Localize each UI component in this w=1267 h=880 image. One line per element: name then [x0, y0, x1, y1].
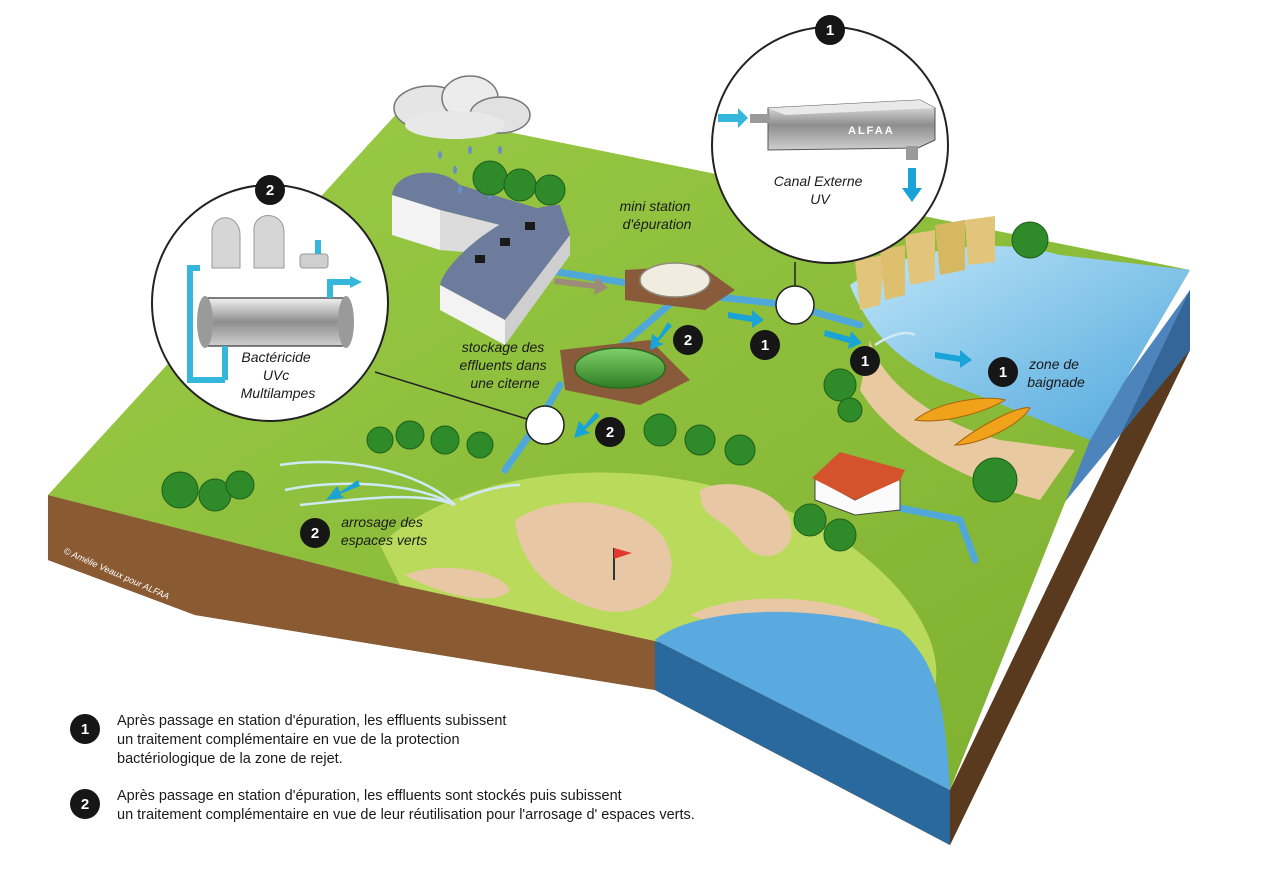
legend-text: Après passage en station d'épuration, le…: [117, 713, 507, 767]
farm-buildings: [392, 172, 570, 345]
house: [812, 452, 905, 516]
legend-text: Après passage en station d'épuration, le…: [117, 788, 695, 823]
mini-station-label: mini station d'épuration: [620, 198, 695, 232]
svg-text:1: 1: [861, 353, 869, 370]
svg-text:1: 1: [999, 364, 1007, 381]
zone-baignade-label: zone de baignade: [1027, 356, 1085, 390]
legend-item-1: 1 Après passage en station d'épuration, …: [70, 712, 777, 769]
marker-1: 1: [815, 15, 845, 45]
junction-circle: [775, 285, 815, 325]
marker-2: 2: [673, 325, 703, 355]
storage-tank: [560, 340, 690, 405]
marker-1: 1: [850, 346, 880, 376]
marker-2: 2: [255, 175, 285, 205]
legend-number: 2: [70, 789, 100, 819]
reeds: [855, 216, 995, 310]
soil-block: [48, 290, 1190, 845]
stockage-label: stockage des effluents dans une citerne: [459, 339, 550, 391]
legend-number: 1: [70, 714, 100, 744]
svg-text:1: 1: [826, 22, 834, 39]
lake: [850, 246, 1190, 440]
svg-text:2: 2: [606, 424, 614, 441]
trees: [161, 160, 1049, 552]
kayaks: [913, 397, 1031, 446]
marker-1: 1: [750, 330, 780, 360]
flow-arrows: [326, 277, 972, 500]
brand-label: ALFAA: [848, 125, 895, 137]
marker-2: 2: [300, 518, 330, 548]
callout-line: [374, 371, 528, 420]
marker-1: 1: [988, 357, 1018, 387]
bactericide-label: Bactéricide UVc Multilampes: [241, 349, 316, 401]
arrosage-label: arrosage des espaces verts: [341, 514, 427, 548]
marker-2: 2: [595, 417, 625, 447]
junction-circle: [525, 405, 565, 445]
svg-text:2: 2: [311, 525, 319, 542]
legend-item-2: 2 Après passage en station d'épuration, …: [70, 787, 777, 825]
callout-canal-externe: ALFAA Canal Externe UV: [711, 26, 949, 264]
water-spray: [279, 331, 916, 507]
callout-bactericide: Bactéricide UVc Multilampes: [151, 184, 389, 422]
svg-text:2: 2: [684, 332, 692, 349]
beach: [860, 340, 1075, 500]
mini-station: [625, 262, 735, 310]
svg-text:1: 1: [761, 337, 769, 354]
svg-text:2: 2: [266, 182, 274, 199]
cloud: [393, 75, 531, 199]
canal-externe-label: Canal Externe UV: [774, 173, 867, 207]
